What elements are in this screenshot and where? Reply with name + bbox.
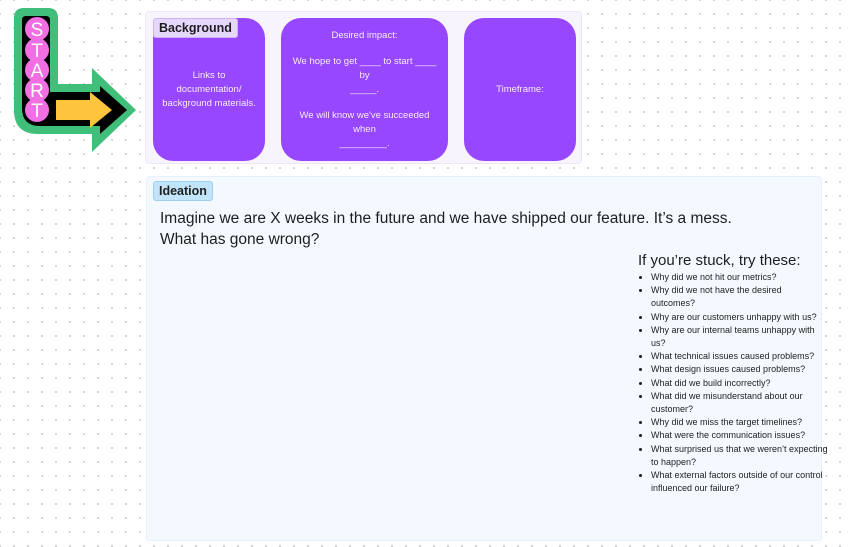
note-text: Timeframe: [496, 83, 544, 95]
note-text: Links to documentation/ [176, 69, 242, 95]
list-item: Why are our customers unhappy with us? [651, 311, 828, 324]
ideation-prompt[interactable]: Imagine we are X weeks in the future and… [160, 210, 732, 248]
start-sign-sticker[interactable]: S T A R T [10, 6, 138, 156]
start-letter: T [31, 101, 43, 122]
note-text: _____. [349, 83, 380, 95]
list-item: What external factors outside of our con… [651, 469, 828, 495]
list-item: Why did we not hit our metrics? [651, 271, 828, 284]
start-letter: R [30, 81, 44, 102]
list-item: What technical issues caused problems? [651, 350, 828, 363]
list-item: What were the communication issues? [651, 429, 828, 442]
start-letter: A [31, 61, 44, 82]
start-letter: T [31, 41, 43, 62]
background-section-label[interactable]: Background [153, 18, 238, 38]
note-text: background materials. [162, 97, 256, 109]
list-item: What did we build incorrectly? [651, 377, 828, 390]
note-text: We hope to get ____ to start ____ by [292, 55, 437, 81]
list-item: Why are our internal teams unhappy with … [651, 324, 828, 350]
ideation-section-label[interactable]: Ideation [153, 181, 213, 201]
start-arrow-icon: S T A R T [14, 8, 136, 152]
stuck-hints-title: If you’re stuck, try these: [638, 252, 801, 269]
stuck-hints[interactable]: If you’re stuck, try these: Why did we n… [638, 252, 828, 495]
list-item: Why did we miss the target timelines? [651, 416, 828, 429]
sticky-note-links[interactable]: Links to documentation/ background mater… [153, 18, 265, 161]
list-item: What did we misunderstand about our cust… [651, 390, 828, 416]
note-text: Desired impact: [331, 29, 398, 41]
list-item: What surprised us that we weren’t expect… [651, 443, 828, 469]
ideation-frame[interactable] [146, 176, 822, 541]
stuck-hints-list: Why did we not hit our metrics? Why did … [638, 271, 828, 495]
note-text: We will know we've succeeded when [299, 109, 430, 135]
start-letter: S [31, 20, 44, 41]
sticky-note-desired-impact[interactable]: Desired impact: We hope to get ____ to s… [281, 18, 448, 161]
note-text: _________. [339, 137, 390, 149]
list-item: What design issues caused problems? [651, 363, 828, 376]
sticky-note-timeframe[interactable]: Timeframe: [464, 18, 576, 161]
list-item: Why did we not have the desired outcomes… [651, 284, 828, 310]
